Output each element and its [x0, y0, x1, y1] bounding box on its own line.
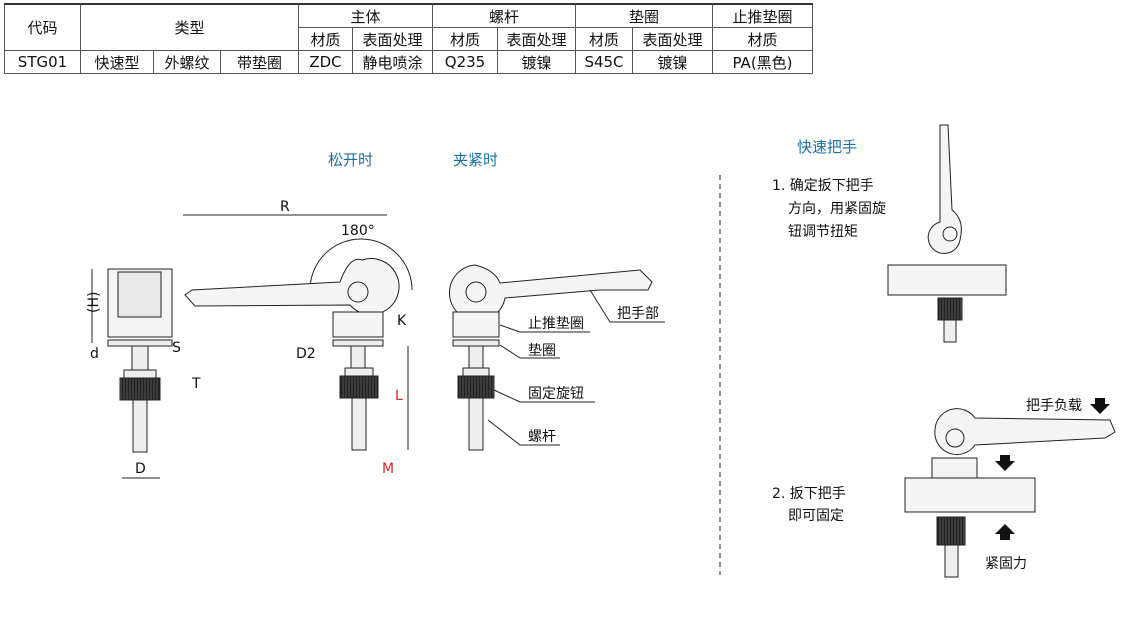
- subheader-material: 材质: [432, 27, 498, 51]
- subheader-material: 材质: [575, 27, 633, 51]
- cell-body-mat: ZDC: [298, 50, 353, 74]
- clamped-title: 夹紧时: [453, 151, 498, 169]
- label-knob: 固定旋钮: [528, 386, 584, 402]
- usage-title: 快速把手: [797, 138, 857, 156]
- header-type: 类型: [80, 3, 299, 51]
- clamped-view: 把手部 止推垫圈 垫圈 固定旋钮 螺杆: [449, 264, 665, 451]
- dim-K: K: [397, 313, 407, 329]
- cell-thrust-mat: PA(黑色): [712, 50, 813, 74]
- dim-D: D: [135, 461, 146, 477]
- released-title: 松开时: [328, 151, 373, 169]
- label-bolt: 螺杆: [528, 429, 556, 445]
- load-label: 把手负载: [1026, 398, 1082, 414]
- force-label: 紧固力: [985, 556, 1027, 572]
- arrow-up-icon: [995, 524, 1015, 540]
- subheader-surface: 表面处理: [632, 27, 713, 51]
- step2-line2: 即可固定: [788, 508, 844, 524]
- table-row: STG01 快速型 外螺纹 带垫圈 ZDC 静电喷涂 Q235 镀镍 S45C …: [4, 50, 813, 74]
- dim-T: T: [191, 376, 201, 392]
- side-view: (H) d S T D: [86, 268, 201, 479]
- dim-d: d: [90, 346, 99, 362]
- cell-body-surf: 静电喷涂: [352, 50, 433, 74]
- cell-type1: 快速型: [80, 50, 154, 74]
- step2-line1: 2. 扳下把手: [772, 486, 846, 502]
- label-handle: 把手部: [617, 306, 659, 322]
- cell-bolt-surf: 镀镍: [497, 50, 576, 74]
- dim-D2: D2: [296, 346, 316, 362]
- cell-type3: 带垫圈: [220, 50, 299, 74]
- step1-line1: 1. 确定扳下把手: [772, 178, 874, 194]
- header-thrust-washer: 止推垫圈: [712, 3, 813, 28]
- dim-M: M: [382, 461, 394, 477]
- subheader-surface: 表面处理: [352, 27, 433, 51]
- step1-line2: 方向，用紧固旋: [788, 201, 886, 217]
- dim-angle: 180°: [341, 223, 375, 239]
- arrow-down-icon: [995, 455, 1015, 471]
- step1-line3: 钮调节扭矩: [788, 224, 858, 240]
- cell-type2: 外螺纹: [153, 50, 221, 74]
- subheader-surface: 表面处理: [497, 27, 576, 51]
- arrow-down-icon: [1090, 398, 1110, 414]
- dim-L: L: [395, 388, 403, 404]
- subheader-material: 材质: [298, 27, 353, 51]
- spec-table: 代码 类型 主体 螺杆 垫圈 止推垫圈 材质 表面处理 材质 表面处理 材质 表…: [4, 3, 813, 74]
- label-washer: 垫圈: [528, 343, 556, 359]
- label-thrust-washer: 止推垫圈: [528, 316, 584, 332]
- dim-R: R: [280, 199, 290, 215]
- header-bolt: 螺杆: [432, 3, 576, 28]
- header-code: 代码: [4, 3, 81, 51]
- cell-bolt-mat: Q235: [432, 50, 498, 74]
- usage-section: 快速把手 1. 确定扳下把手 方向，用紧固旋 钮调节扭矩 把手负载 2. 扳下把…: [772, 124, 1116, 578]
- released-view: R 180° K D2 L M: [183, 199, 413, 477]
- cell-code: STG01: [4, 50, 81, 74]
- dim-H: (H): [86, 292, 102, 313]
- cell-washer-mat: S45C: [575, 50, 633, 74]
- dim-S: S: [172, 340, 181, 356]
- subheader-material: 材质: [712, 27, 813, 51]
